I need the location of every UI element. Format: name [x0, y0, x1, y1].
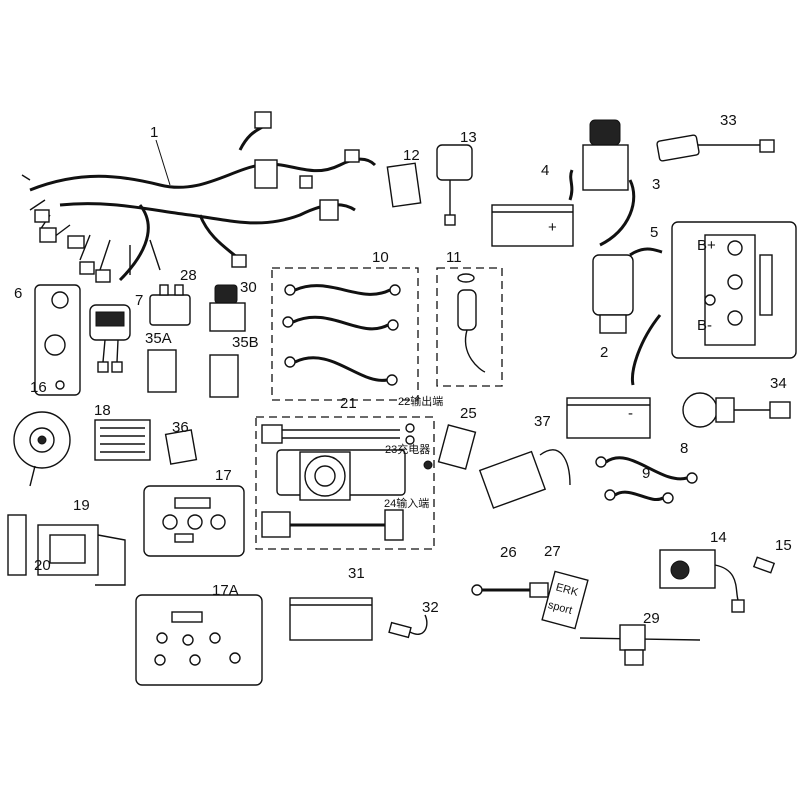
- callout-31: 31: [348, 565, 365, 582]
- callout-32: 32: [422, 599, 439, 616]
- part-19-bracket: [7, 514, 126, 586]
- part-17-controller: [143, 485, 245, 557]
- part-33-sensor: [656, 134, 775, 162]
- callout-16: 16: [30, 379, 47, 396]
- callout-33: 33: [720, 112, 737, 129]
- callout-15: 15: [775, 537, 792, 554]
- part-13-plug: [436, 144, 473, 226]
- callout-2: 2: [600, 344, 608, 361]
- part-11-charge-socket: [457, 273, 486, 373]
- callout-27: 27: [544, 543, 561, 560]
- part-30-switch: [209, 284, 246, 332]
- part-6-bracket: [34, 284, 81, 396]
- part-21-charger-group: [255, 416, 435, 550]
- part-26-cable: [471, 582, 549, 598]
- part-4-battery: +: [491, 169, 574, 247]
- part-35b: [209, 354, 239, 398]
- callout-26: 26: [500, 544, 517, 561]
- part-9-cable: [604, 489, 674, 504]
- callout-23: 23充电器: [385, 442, 430, 456]
- callout-12: 12: [403, 147, 420, 164]
- callout-8: 8: [680, 440, 688, 457]
- callout-28: 28: [180, 267, 197, 284]
- callout-34: 34: [770, 375, 787, 392]
- part-17a-controller: [135, 594, 263, 686]
- part-5-cable: [629, 247, 663, 257]
- motor-controller: B+ B-: [671, 221, 797, 359]
- callout-11: 11: [446, 249, 462, 266]
- callout-10: 10: [372, 249, 389, 266]
- callout-21: 21: [340, 395, 357, 412]
- part-25-card: [437, 424, 477, 470]
- callout-9: 9: [642, 465, 650, 482]
- card-text-1: ERK: [554, 581, 580, 599]
- part-21-charger: [261, 423, 415, 541]
- callout-19: 19: [73, 497, 90, 514]
- callout-3: 3: [652, 176, 660, 193]
- part-3-cable: [599, 179, 636, 247]
- callout-29: 29: [643, 610, 660, 627]
- callout-22: 22输出端: [398, 394, 443, 408]
- part-12-card: [386, 162, 422, 208]
- part-2-battery: -: [566, 397, 651, 439]
- callout-4: 4: [541, 162, 549, 179]
- part-14-module: [659, 549, 745, 613]
- part-34-gauge: [682, 392, 791, 428]
- callout-37: 37: [534, 413, 551, 430]
- wiring-harness: [21, 111, 377, 283]
- battery-minus-mark: -: [628, 405, 633, 422]
- callout-18: 18: [94, 402, 111, 419]
- part-37-module: [478, 449, 571, 509]
- part-8-cable: [595, 456, 698, 484]
- callout-36: 36: [172, 419, 189, 436]
- part-7-meter: [89, 304, 131, 373]
- callout-25: 25: [460, 405, 477, 422]
- callout-35b: 35B: [232, 334, 259, 351]
- part-28-relay: [149, 284, 191, 326]
- terminal-b-minus-label: B-: [697, 317, 712, 334]
- callout-1: 1: [150, 124, 158, 141]
- callout-17: 17: [215, 467, 232, 484]
- part-27-card: ERK sport: [541, 570, 589, 630]
- callout-5: 5: [650, 224, 658, 241]
- part-32-connector: [388, 614, 428, 639]
- part-36-card: [164, 429, 198, 465]
- part-10-group: [271, 267, 419, 401]
- part-35a: [147, 349, 177, 393]
- callout-13: 13: [460, 129, 477, 146]
- callout-17a: 17A: [212, 582, 239, 599]
- callout-7: 7: [135, 292, 143, 309]
- terminal-b-plus-label: B+: [697, 237, 716, 254]
- part-2-cable: [630, 314, 662, 386]
- part-main-switch: [582, 119, 629, 191]
- callout-30: 30: [240, 279, 257, 296]
- callout-20: 20: [34, 557, 51, 574]
- part-29-switch: [579, 624, 701, 666]
- part-11-group: [436, 267, 503, 387]
- part-18-converter: [94, 419, 151, 461]
- part-16-horn: [13, 411, 71, 487]
- part-31-battery: [289, 597, 373, 641]
- part-15-connector: [752, 556, 776, 574]
- callout-24: 24输入端: [384, 496, 429, 510]
- callout-6: 6: [14, 285, 22, 302]
- part-10-cables: [282, 284, 401, 386]
- callout-35a: 35A: [145, 330, 172, 347]
- part-solenoid: [592, 254, 634, 334]
- callout-14: 14: [710, 529, 727, 546]
- battery-plus-mark: +: [548, 219, 557, 236]
